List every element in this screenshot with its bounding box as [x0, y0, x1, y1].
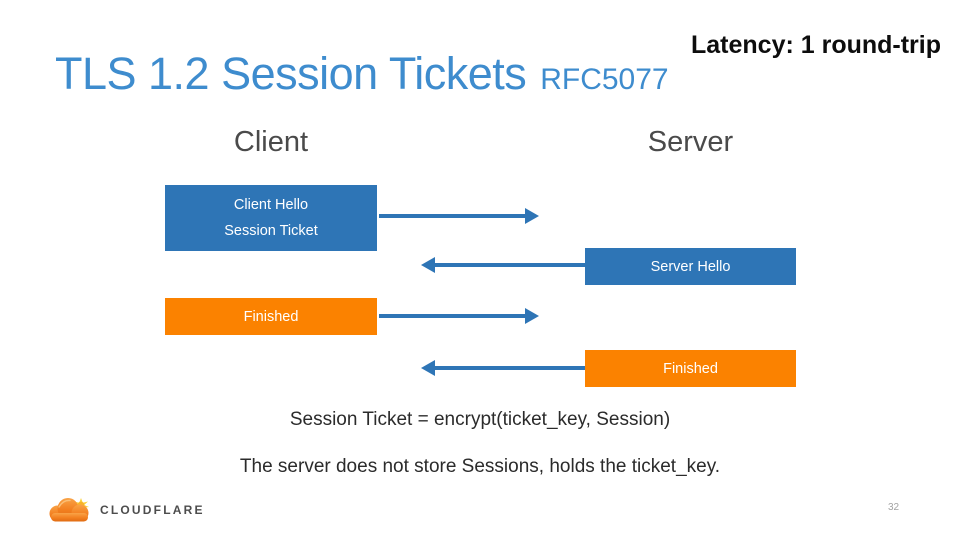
actor-client-label: Client [233, 126, 309, 158]
note-session-ticket: Session Ticket = encrypt(ticket_key, Ses… [289, 409, 671, 430]
page-title: TLS 1.2 Session Tickets [55, 48, 527, 99]
cloudflare-logo-text: CLOUDFLARE [100, 502, 205, 517]
message-box-client-hello: Client Hello Session Ticket [165, 185, 377, 251]
actor-server-label: Server [647, 126, 734, 158]
cloudflare-cloud-icon [49, 498, 89, 522]
message-line: Finished [243, 308, 299, 325]
latency-note: Latency: 1 round-trip [690, 31, 941, 59]
message-line: Session Ticket [224, 223, 318, 239]
message-line: Server Hello [650, 258, 731, 275]
page-title-rfc: RFC5077 [540, 63, 669, 96]
message-line: Finished [663, 360, 718, 377]
cloudflare-logo: CLOUDFLARE [47, 496, 205, 523]
page-number: 32 [888, 502, 900, 513]
title-row: TLS 1.2 Session Tickets RFC5077 [55, 48, 669, 100]
arrow-right-icon [379, 208, 539, 224]
message-box-finished-client: Finished [165, 298, 377, 335]
arrow-left-icon [421, 360, 585, 376]
note-server-storage: The server does not store Sessions, hold… [239, 456, 721, 477]
message-box-server-hello: Server Hello [585, 248, 796, 285]
arrow-right-icon [379, 308, 539, 324]
message-line: Client Hello [233, 197, 309, 213]
arrow-left-icon [421, 257, 585, 273]
message-box-finished-server: Finished [585, 350, 796, 387]
